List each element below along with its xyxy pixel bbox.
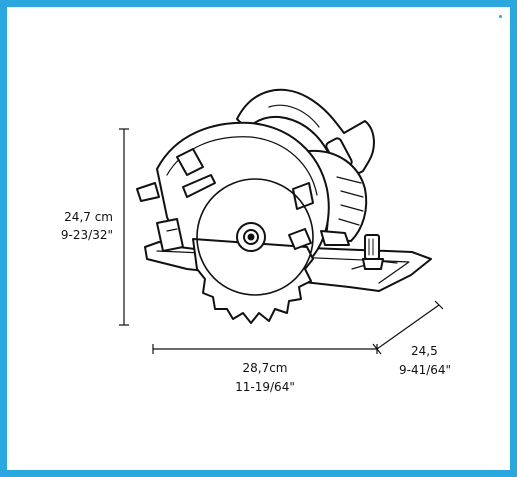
width-metric-label: 28,7cm [242, 361, 288, 375]
depth-dimension-line [372, 300, 444, 355]
width-dimension-line [152, 344, 378, 354]
height-imperial-label: 9-23/32" [60, 228, 113, 242]
upper-blade-guard [156, 121, 330, 264]
width-imperial-label: 11-19/64" [235, 380, 295, 394]
circular-saw [136, 88, 432, 324]
circular-saw-diagram [119, 88, 444, 355]
height-dimension-line [119, 128, 129, 326]
depth-metric-label: 24,5 [411, 344, 438, 358]
height-metric-label: 24,7 cm [64, 210, 113, 224]
saw-blade [192, 238, 314, 324]
frame-corner-dot [499, 15, 502, 18]
depth-imperial-label: 9-41/64" [399, 363, 452, 377]
